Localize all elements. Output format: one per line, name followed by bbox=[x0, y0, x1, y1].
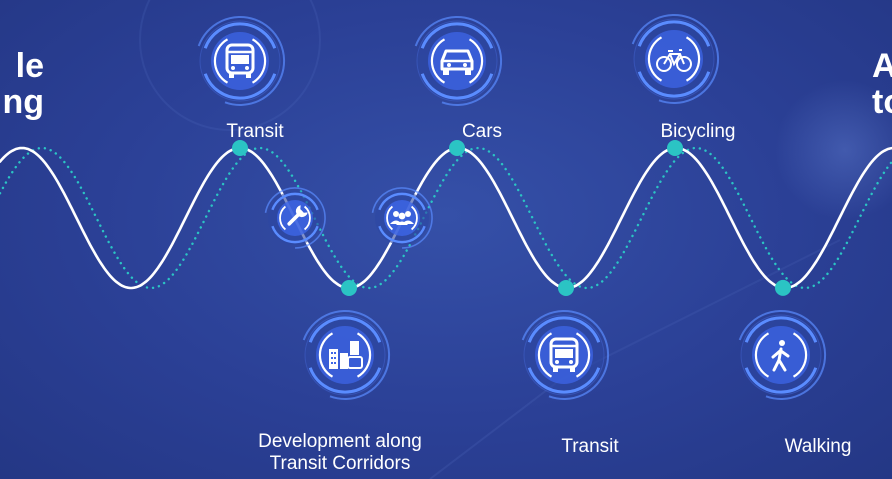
bus-icon bbox=[549, 337, 579, 372]
wave-node-dot bbox=[775, 279, 791, 296]
badge-transit-top bbox=[197, 15, 285, 106]
heading-right-line-2: to bbox=[872, 83, 892, 121]
label-cars: Cars bbox=[461, 121, 503, 142]
dotted-wave-line bbox=[0, 146, 892, 290]
heading-left: le ng bbox=[2, 48, 44, 120]
badge-walking bbox=[738, 309, 826, 400]
wave-node-dot bbox=[449, 140, 465, 156]
bicycle-icon bbox=[656, 49, 692, 72]
solid-wave-line bbox=[0, 146, 892, 290]
heading-left-line-2: ng bbox=[2, 83, 44, 121]
badge-development-transit-corridors bbox=[302, 309, 390, 400]
background-line bbox=[429, 379, 561, 479]
buildings-bus-icon bbox=[329, 341, 363, 369]
background-glow bbox=[775, 80, 892, 220]
badge-people bbox=[371, 187, 433, 249]
background-line bbox=[559, 239, 841, 381]
car-icon bbox=[440, 49, 474, 75]
label-bicycling: Bicycling bbox=[660, 121, 736, 142]
walking-person-icon bbox=[771, 340, 790, 372]
badge-transit-bottom bbox=[521, 309, 609, 400]
badge-wrench bbox=[264, 187, 326, 249]
background-circle bbox=[139, 0, 321, 131]
bus-icon bbox=[225, 43, 255, 78]
heading-right: A to bbox=[872, 48, 892, 120]
label-walking: Walking bbox=[784, 436, 852, 457]
wave-node-dot bbox=[232, 140, 248, 156]
heading-left-line-1: le bbox=[15, 47, 44, 85]
wave-node-dot bbox=[558, 280, 574, 296]
wave-nodes bbox=[232, 140, 791, 296]
label-development-transit-corridors: Development along Transit Corridors bbox=[258, 431, 422, 474]
badge-bicycling bbox=[631, 13, 719, 104]
wave-node-dot bbox=[341, 280, 357, 296]
wrench-icon bbox=[287, 205, 308, 226]
heading-right-line-1: A bbox=[872, 47, 892, 85]
badge-cars bbox=[414, 15, 502, 106]
people-icon bbox=[390, 211, 414, 225]
wave-node-dot bbox=[667, 140, 683, 156]
label-transit-top: Transit bbox=[226, 121, 284, 142]
label-transit-bottom: Transit bbox=[561, 436, 619, 457]
